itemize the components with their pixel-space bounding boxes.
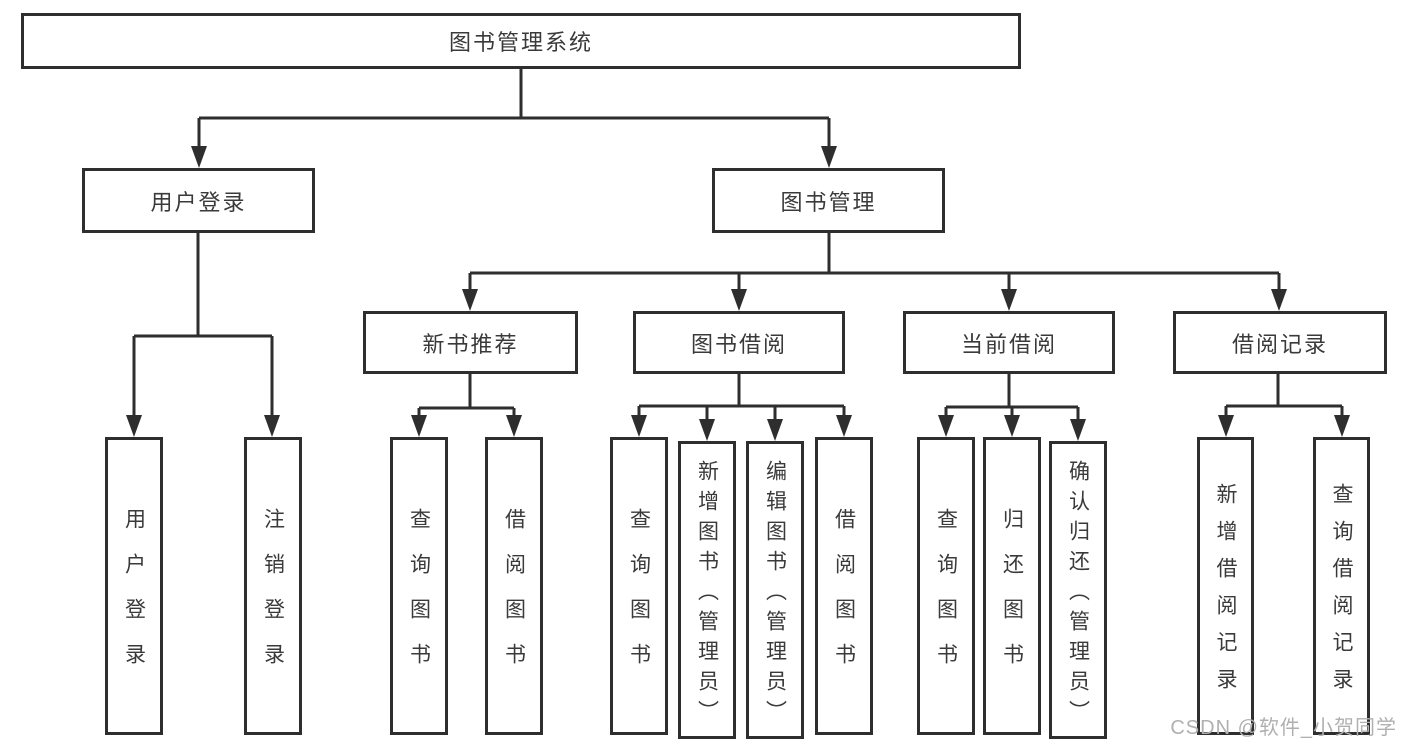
leaf-label: 归还图书 xyxy=(1000,508,1024,688)
leaf-label: 查询借阅记录 xyxy=(1330,483,1353,705)
arrowhead xyxy=(699,419,715,441)
leaf-label: 新增图书（管理员） xyxy=(695,459,719,730)
leaf-label: 编辑图书（管理员） xyxy=(763,459,787,730)
csdn-watermark: CSDN @软件_小贺同学 xyxy=(1170,717,1397,739)
leaf-label: 查询图书 xyxy=(934,508,958,688)
connector-userlogin-to-leaves xyxy=(132,233,274,419)
connector-bookborrow-to-leaves xyxy=(637,374,846,423)
node-borrow-records: 借阅记录 xyxy=(1173,311,1387,374)
leaf-query-borrow-record: 查询借阅记录 xyxy=(1313,437,1370,735)
arrowhead xyxy=(731,289,747,311)
connector-root-to-level2 xyxy=(197,68,831,150)
leaf-label: 注销登录 xyxy=(261,508,285,688)
leaf-query-books-current: 查询图书 xyxy=(917,437,975,735)
arrowhead xyxy=(1218,415,1234,437)
arrowhead xyxy=(191,146,207,168)
node-book-management: 图书管理 xyxy=(712,168,945,233)
arrowhead xyxy=(506,415,522,437)
leaf-label: 新增借阅记录 xyxy=(1214,483,1237,705)
leaf-return-book: 归还图书 xyxy=(983,437,1041,735)
arrowhead xyxy=(1004,415,1020,437)
leaf-add-borrow-record: 新增借阅记录 xyxy=(1197,437,1254,735)
connector-bookmgmt-to-level3 xyxy=(468,233,1281,293)
leaf-query-books-recommend: 查询图书 xyxy=(390,437,448,735)
arrowhead xyxy=(1271,289,1287,311)
leaf-borrow-books-recommend: 借阅图书 xyxy=(485,437,543,735)
leaf-edit-book-admin: 编辑图书（管理员） xyxy=(746,441,804,739)
leaf-logout: 注销登录 xyxy=(244,437,302,735)
node-library-system: 图书管理系统 xyxy=(21,13,1021,69)
leaf-user-login: 用户登录 xyxy=(105,437,163,735)
leaf-label: 查询图书 xyxy=(407,508,431,688)
leaf-label: 查询图书 xyxy=(627,508,651,688)
arrowhead xyxy=(462,289,478,311)
leaf-label: 用户登录 xyxy=(122,508,146,688)
arrowhead xyxy=(264,415,280,437)
node-book-borrow: 图书借阅 xyxy=(633,311,845,374)
arrowhead xyxy=(767,419,783,441)
leaf-label: 借阅图书 xyxy=(832,508,856,688)
leaf-borrow-books: 借阅图书 xyxy=(815,437,873,735)
leaf-query-books-borrow: 查询图书 xyxy=(610,437,668,735)
connector-borrowrecords-to-leaves xyxy=(1224,374,1344,419)
arrowhead xyxy=(1070,419,1086,441)
arrowhead xyxy=(126,415,142,437)
leaf-label: 借阅图书 xyxy=(502,508,526,688)
leaf-add-book-admin: 新增图书（管理员） xyxy=(678,441,736,739)
node-new-book-recommend: 新书推荐 xyxy=(363,311,578,374)
arrowhead xyxy=(631,415,647,437)
arrowhead xyxy=(821,146,837,168)
arrowhead xyxy=(1001,289,1017,311)
arrowhead xyxy=(836,415,852,437)
leaf-label: 确认归还（管理员） xyxy=(1066,459,1090,730)
connector-newbook-to-leaves xyxy=(417,374,516,419)
connector-currentborrow-to-leaves xyxy=(944,374,1080,423)
node-user-login: 用户登录 xyxy=(82,168,315,233)
arrowhead xyxy=(411,415,427,437)
arrowhead xyxy=(1334,415,1350,437)
arrowhead xyxy=(938,415,954,437)
leaf-confirm-return-admin: 确认归还（管理员） xyxy=(1049,441,1107,739)
node-current-borrow: 当前借阅 xyxy=(903,311,1115,374)
